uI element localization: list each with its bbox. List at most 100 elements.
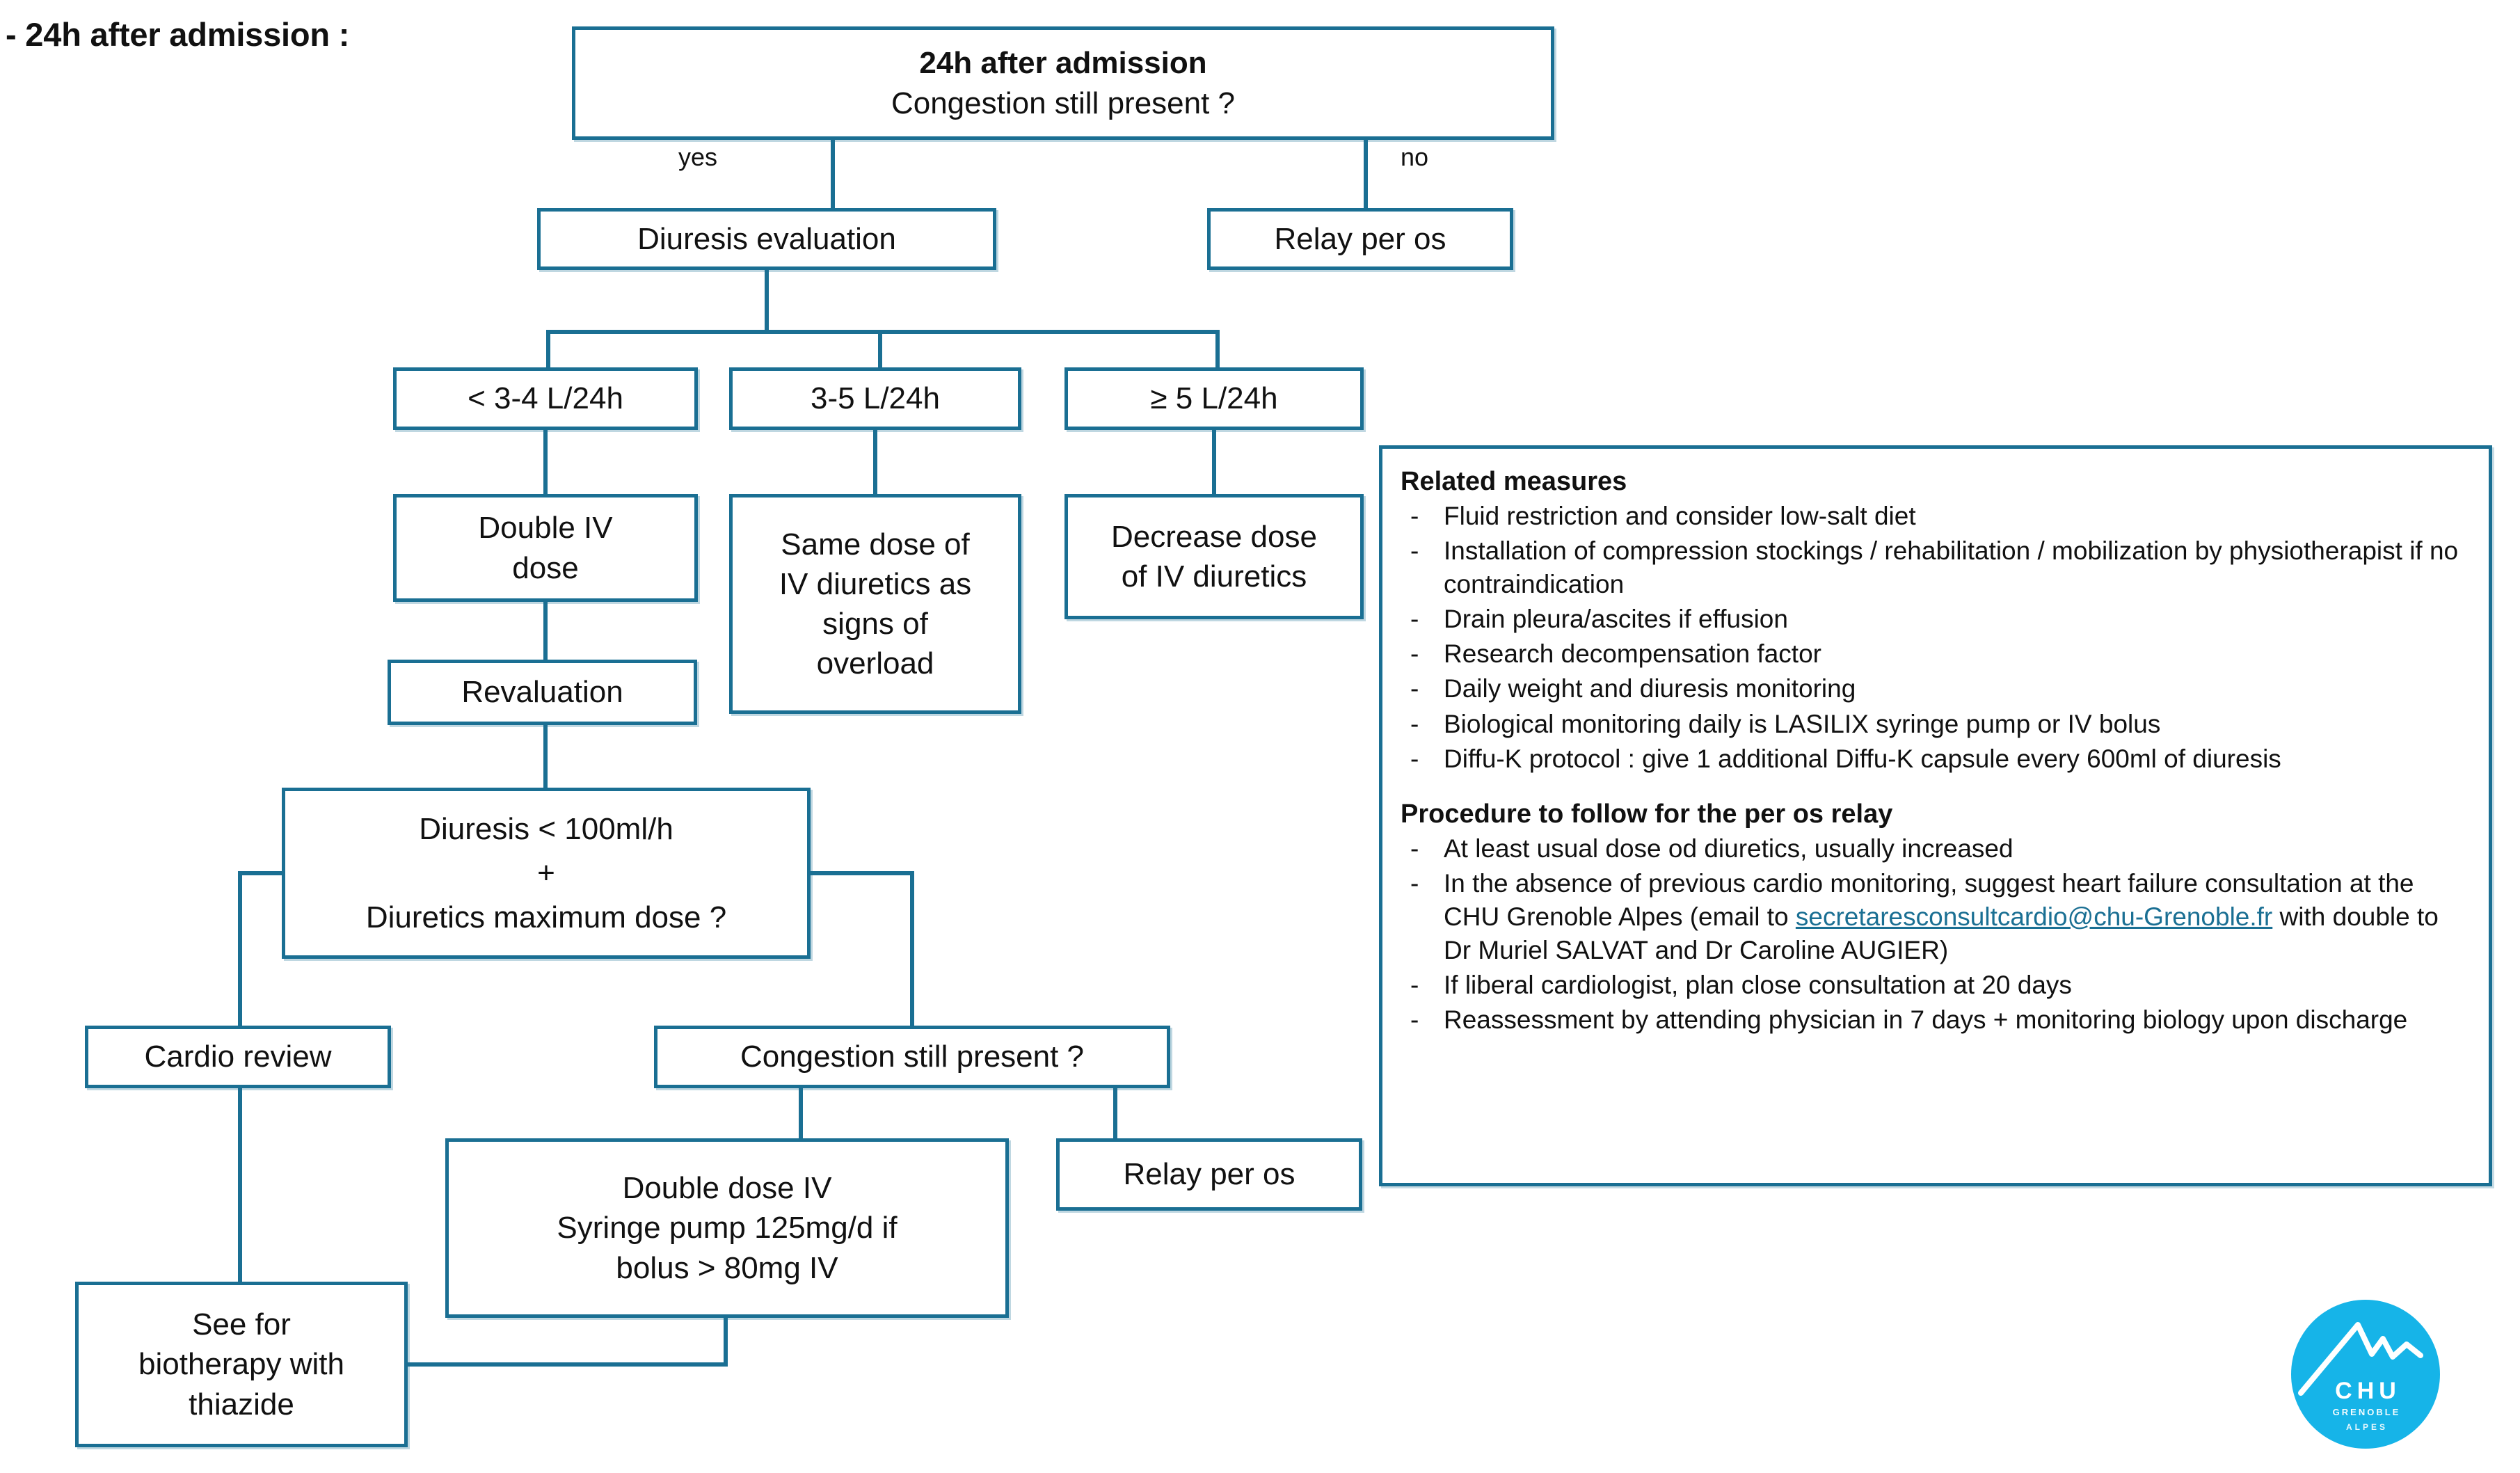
- list-item-email: -In the absence of previous cardio monit…: [1401, 867, 2468, 967]
- connector-cardio-to-biotherapy: [238, 1088, 242, 1282]
- page-title: - 24h after admission :: [6, 16, 350, 53]
- list-item: -Reassessment by attending physician in …: [1401, 1003, 2468, 1037]
- list-item-text: Installation of compression stockings / …: [1444, 536, 2459, 599]
- node-biotherapy-line2: biotherapy with: [138, 1347, 344, 1382]
- bullet-dash: -: [1410, 868, 1419, 898]
- bullet-dash: -: [1410, 536, 1419, 566]
- node-volume-low-label: < 3-4 L/24h: [468, 381, 623, 416]
- procedure-title: Procedure to follow for the per os relay: [1401, 799, 1893, 829]
- connector-split-left: [546, 330, 550, 388]
- list-item: -Fluid restriction and consider low-salt…: [1401, 500, 2468, 533]
- node-double-dose-iv-line2: Syringe pump 125mg/d if: [557, 1211, 898, 1245]
- bullet-dash: -: [1410, 709, 1419, 738]
- node-double-iv-dose-label: Double IV dose: [478, 511, 613, 585]
- connector-split-bar: [546, 330, 1220, 334]
- connector-low-to-double: [543, 430, 548, 500]
- procedure-email-before: In the absence of previous cardio monito…: [1444, 868, 2414, 931]
- connector-split-mid: [878, 330, 882, 388]
- node-double-dose-iv-line1: Double dose IV: [622, 1171, 832, 1206]
- list-item: -Drain pleura/ascites if effusion: [1401, 603, 2468, 636]
- connector-check-left-down: [238, 871, 242, 1026]
- node-diuresis-check-line3: Diuretics maximum dose ?: [365, 900, 727, 934]
- logo-chu-text: CHU: [2335, 1378, 2401, 1404]
- connector-congestion-to-relay: [1113, 1088, 1117, 1138]
- node-double-dose-iv-line3: bolus > 80mg IV: [616, 1250, 838, 1285]
- connector-root-to-diuresis: [831, 140, 835, 208]
- connector-high-to-decrease: [1212, 430, 1216, 500]
- list-item: -Research decompensation factor: [1401, 637, 2468, 671]
- node-cardio-review: Cardio review: [85, 1026, 391, 1088]
- email-link[interactable]: secretaresconsultcardio@chu-Grenoble.fr: [1795, 902, 2273, 931]
- node-double-iv-dose: Double IV dose: [393, 494, 698, 602]
- node-volume-mid: 3-5 L/24h: [729, 367, 1021, 430]
- node-volume-high: ≥ 5 L/24h: [1064, 367, 1364, 430]
- edge-label-no: no: [1401, 143, 1429, 171]
- connector-doubledose-down: [724, 1318, 728, 1367]
- node-volume-high-label: ≥ 5 L/24h: [1150, 381, 1278, 416]
- node-diuresis-evaluation-label: Diuresis evaluation: [637, 221, 896, 256]
- node-24h-after-admission: 24h after admission Congestion still pre…: [572, 26, 1554, 140]
- list-item-text: Biological monitoring daily is LASILIX s…: [1444, 709, 2161, 738]
- node-same-dose: Same dose of IV diuretics as signs of ov…: [729, 494, 1021, 714]
- list-item: -Diffu-K protocol : give 1 additional Di…: [1401, 742, 2468, 776]
- node-diuresis-check-line1: Diuresis < 100ml/h: [419, 812, 673, 847]
- node-root-line2: Congestion still present ?: [891, 86, 1236, 120]
- node-biotherapy-line3: thiazide: [189, 1387, 294, 1422]
- list-item: -Installation of compression stockings /…: [1401, 534, 2468, 601]
- list-item: -At least usual dose od diuretics, usual…: [1401, 832, 2468, 866]
- bullet-dash: -: [1410, 971, 1419, 1000]
- list-item: -Biological monitoring daily is LASILIX …: [1401, 708, 2468, 741]
- connector-doubledose-to-biotherapy: [404, 1362, 728, 1367]
- bullet-dash: -: [1410, 605, 1419, 634]
- node-relay-per-os-top: Relay per os: [1207, 208, 1513, 270]
- bullet-dash: -: [1410, 1005, 1419, 1035]
- node-congestion-check: Congestion still present ?: [654, 1026, 1170, 1088]
- procedure-list: -At least usual dose od diuretics, usual…: [1401, 832, 2468, 1037]
- node-volume-low: < 3-4 L/24h: [393, 367, 698, 430]
- node-volume-mid-label: 3-5 L/24h: [811, 381, 940, 416]
- related-measures-panel: Related measures -Fluid restriction and …: [1379, 445, 2492, 1186]
- connector-revaluation-to-check: [543, 725, 548, 788]
- logo-grenoble-text: GRENOBLE: [2332, 1407, 2401, 1417]
- connector-congestion-to-double-dose: [799, 1088, 803, 1138]
- node-root-line1: 24h after admission: [919, 46, 1207, 81]
- list-item-text: Reassessment by attending physician in 7…: [1444, 1005, 2408, 1035]
- bullet-dash: -: [1410, 639, 1419, 669]
- node-diuresis-check-line2: +: [537, 856, 555, 891]
- bullet-dash: -: [1410, 834, 1419, 863]
- connector-check-right-arm: [808, 871, 914, 875]
- node-revaluation: Revaluation: [388, 660, 697, 725]
- related-measures-list: -Fluid restriction and consider low-salt…: [1401, 500, 2468, 776]
- list-item-text: Fluid restriction and consider low-salt …: [1444, 502, 1916, 530]
- node-decrease-dose-label: Decrease dose of IV diuretics: [1111, 519, 1317, 594]
- node-decrease-dose: Decrease dose of IV diuretics: [1064, 494, 1364, 619]
- list-item-text: At least usual dose od diuretics, usuall…: [1444, 834, 2013, 863]
- list-item-text: Diffu-K protocol : give 1 additional Dif…: [1444, 744, 2281, 773]
- list-item-text: If liberal cardiologist, plan close cons…: [1444, 971, 2072, 1000]
- list-item-text: Daily weight and diuresis monitoring: [1444, 674, 1856, 703]
- node-biotherapy-line1: See for: [192, 1307, 291, 1342]
- connector-check-right-down: [910, 871, 914, 1026]
- connector-diuresis-stem: [765, 270, 769, 330]
- bullet-dash: -: [1410, 502, 1419, 530]
- node-revaluation-label: Revaluation: [461, 675, 623, 710]
- list-item-text: Drain pleura/ascites if effusion: [1444, 605, 1788, 634]
- node-diuresis-check: Diuresis < 100ml/h + Diuretics maximum d…: [282, 788, 811, 959]
- bullet-dash: -: [1410, 744, 1419, 773]
- connector-split-right: [1215, 330, 1220, 388]
- list-item: -If liberal cardiologist, plan close con…: [1401, 969, 2468, 1002]
- connector-mid-to-same: [873, 430, 877, 500]
- edge-label-yes: yes: [678, 143, 718, 171]
- node-relay-per-os-bottom-label: Relay per os: [1123, 1157, 1295, 1192]
- logo-alpes-text: ALPES: [2345, 1422, 2388, 1432]
- mountain-icon: [2298, 1322, 2423, 1396]
- procedure-email-after: with double to Dr Muriel SALVAT and Dr C…: [1444, 902, 2439, 965]
- node-relay-per-os-bottom: Relay per os: [1056, 1138, 1362, 1211]
- node-biotherapy-thiazide: See for biotherapy with thiazide: [75, 1282, 408, 1447]
- node-congestion-check-label: Congestion still present ?: [740, 1040, 1085, 1074]
- connector-root-to-relay: [1364, 140, 1368, 208]
- list-item: -Daily weight and diuresis monitoring: [1401, 672, 2468, 706]
- related-measures-title: Related measures: [1401, 467, 1627, 496]
- node-cardio-review-label: Cardio review: [144, 1040, 332, 1074]
